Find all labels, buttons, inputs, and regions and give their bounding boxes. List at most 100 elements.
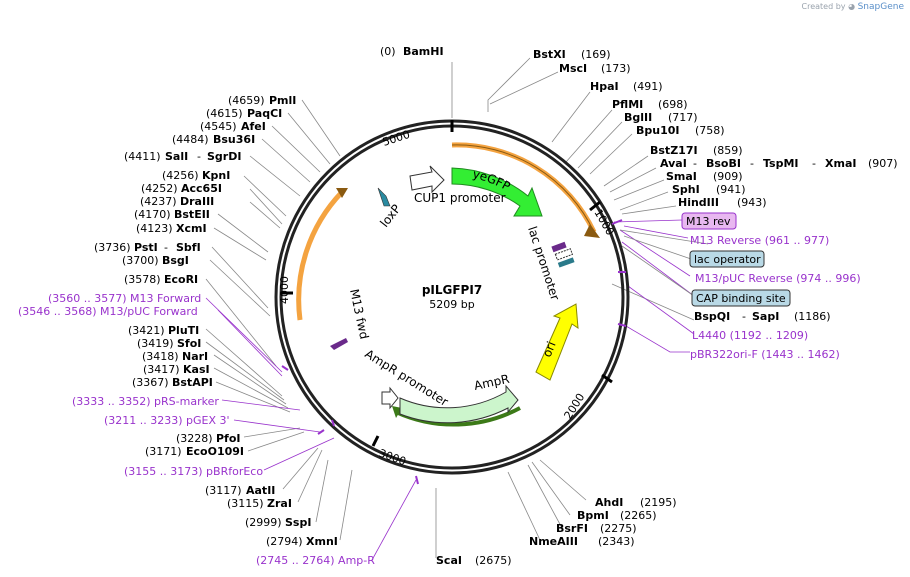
site-ahdi[interactable]: AhdI <box>595 496 623 509</box>
site-tspmi[interactable]: TspMI <box>763 157 799 170</box>
site-paqci-pos: (4615) <box>206 107 243 120</box>
site-bsobi[interactable]: BsoBI <box>706 157 741 170</box>
site-ava-pos: (907) <box>868 157 898 170</box>
primer-m13-forward[interactable]: (3560 .. 3577) M13 Forward <box>48 292 201 305</box>
site-nmeaiii-pos: (2343) <box>598 535 635 548</box>
ampr-promoter-feature[interactable] <box>381 386 399 410</box>
site-bstz17i-pos: (859) <box>713 144 743 157</box>
ori-feature[interactable] <box>535 303 579 381</box>
site-aatii[interactable]: AatII <box>246 484 275 497</box>
site-aatii-pos: (3117) <box>205 484 242 497</box>
primer-pbrforeco[interactable]: (3155 .. 3173) pBRforEco <box>124 465 263 478</box>
site-xcmi[interactable]: XcmI <box>176 222 207 235</box>
site-paqci[interactable]: PaqCI <box>247 107 282 120</box>
site-eco0109i-pos: (3171) <box>145 445 182 458</box>
primer-pgex3[interactable]: (3211 .. 3233) pGEX 3' <box>104 414 230 427</box>
site-bglii-pos: (717) <box>668 111 698 124</box>
site-bsrfi-pos: (2275) <box>600 522 637 535</box>
lac-region-feature[interactable] <box>551 241 575 268</box>
site-acc65i[interactable]: Acc65I <box>181 182 222 195</box>
site-sgrdi[interactable]: SgrDI <box>207 150 241 163</box>
site-bamhi[interactable]: BamHI <box>403 45 444 58</box>
site-draiii[interactable]: DraIII <box>180 195 214 208</box>
site-pmli[interactable]: PmlI <box>269 94 296 107</box>
site-xmai[interactable]: XmaI <box>825 157 856 170</box>
primer-m13-puc-reverse[interactable]: M13/pUC Reverse (974 .. 996) <box>695 272 861 285</box>
site-zrai-pos: (3115) <box>227 497 264 510</box>
site-kasi[interactable]: KasI <box>183 363 210 376</box>
site-sphi[interactable]: SphI <box>672 183 700 196</box>
site-smai[interactable]: SmaI <box>666 170 697 183</box>
site-ecori[interactable]: EcoRI <box>164 273 198 286</box>
site-scai-pos: (2675) <box>475 554 512 567</box>
site-bglii[interactable]: BglII <box>624 111 652 124</box>
credit-brand: SnapGene <box>857 2 904 12</box>
site-smai-pos: (909) <box>713 170 743 183</box>
primer-m13-reverse[interactable]: M13 Reverse (961 .. 977) <box>690 234 829 247</box>
loxp-feature[interactable] <box>377 187 391 207</box>
tick-label-4000: 4000 <box>278 276 291 304</box>
lac-operator-box[interactable] <box>689 250 765 268</box>
cap-binding-site-label: CAP binding site <box>696 292 786 305</box>
yegfp-feature[interactable] <box>451 167 543 217</box>
site-xmni[interactable]: XmnI <box>306 535 338 548</box>
site-ahdi-pos: (2195) <box>640 496 677 509</box>
plasmid-name: pILGFPI7 <box>422 283 482 297</box>
site-sfoi[interactable]: SfoI <box>177 337 201 350</box>
site-pfoi-pos: (3228) <box>176 432 213 445</box>
site-scai[interactable]: ScaI <box>436 554 462 567</box>
primer-amp-r[interactable]: (2745 .. 2764) Amp-R <box>256 554 375 567</box>
site-kasi-pos: (3417) <box>143 363 180 376</box>
site-bsrfi[interactable]: BsrFI <box>556 522 588 535</box>
cup1-promoter-feature[interactable] <box>409 165 445 194</box>
ori-label: ori <box>540 339 559 359</box>
site-sali[interactable]: SalI <box>165 150 188 163</box>
loxp-label: loxP <box>377 202 403 230</box>
svg-text:-: - <box>693 157 697 170</box>
site-eco0109i[interactable]: EcoO109I <box>186 445 244 458</box>
site-bsu36i[interactable]: Bsu36I <box>213 133 255 146</box>
site-sapi[interactable]: SapI <box>752 310 779 323</box>
lac-promoter-label: lac promoter <box>525 225 562 302</box>
site-bstxi[interactable]: BstXI <box>533 48 566 61</box>
site-nmeaiii[interactable]: NmeAIII <box>529 535 578 548</box>
site-bstapi-pos: (3367) <box>132 376 169 389</box>
site-zrai[interactable]: ZraI <box>267 497 292 510</box>
site-psti[interactable]: PstI <box>134 241 158 254</box>
site-kpni[interactable]: KpnI <box>202 169 230 182</box>
m13-fwd-feature[interactable] <box>330 338 348 350</box>
site-nari[interactable]: NarI <box>182 350 208 363</box>
site-sspi[interactable]: SspI <box>285 516 311 529</box>
site-msci[interactable]: MscI <box>559 62 587 75</box>
site-avai[interactable]: AvaI <box>660 157 687 170</box>
site-sspi-pos: (2999) <box>245 516 282 529</box>
site-draiii-pos: (4237) <box>140 195 177 208</box>
site-afei[interactable]: AfeI <box>241 120 266 133</box>
site-bsgi[interactable]: BsgI <box>162 254 189 267</box>
site-bpu10i-pos: (758) <box>695 124 725 137</box>
primer-pbr322ori[interactable]: pBR322ori-F (1443 .. 1462) <box>690 348 840 361</box>
site-bspqi[interactable]: BspQI <box>694 310 730 323</box>
m13-rev-box[interactable] <box>681 212 737 230</box>
ampr-feature[interactable] <box>399 384 519 424</box>
site-sbfi[interactable]: SbfI <box>176 241 201 254</box>
site-hindiii[interactable]: HindIII <box>678 196 719 209</box>
site-pfoi[interactable]: PfoI <box>216 432 241 445</box>
site-bstz17i[interactable]: BstZ17I <box>650 144 698 157</box>
site-hpai[interactable]: HpaI <box>590 80 619 93</box>
site-bpu10i[interactable]: Bpu10I <box>636 124 680 137</box>
site-pflmi[interactable]: PflMI <box>612 98 643 111</box>
site-acc65i-pos: (4252) <box>141 182 178 195</box>
primer-m13-puc-forward[interactable]: (3546 .. 3568) M13/pUC Forward <box>18 305 198 318</box>
site-afei-pos: (4545) <box>200 120 237 133</box>
cup1-promoter-label: CUP1 promoter <box>414 191 506 205</box>
site-pluti[interactable]: PluTI <box>168 324 199 337</box>
primer-l4440[interactable]: L4440 (1192 .. 1209) <box>692 329 808 342</box>
m13-fwd-label: M13 fwd <box>347 288 371 341</box>
orange-arc-left <box>296 190 344 321</box>
site-bstapi[interactable]: BstAPI <box>172 376 213 389</box>
site-bpmi[interactable]: BpmI <box>577 509 609 522</box>
site-bsteii[interactable]: BstEII <box>174 208 210 221</box>
primer-prs-marker[interactable]: (3333 .. 3352) pRS-marker <box>72 395 219 408</box>
cap-binding-site-box[interactable] <box>691 289 791 307</box>
